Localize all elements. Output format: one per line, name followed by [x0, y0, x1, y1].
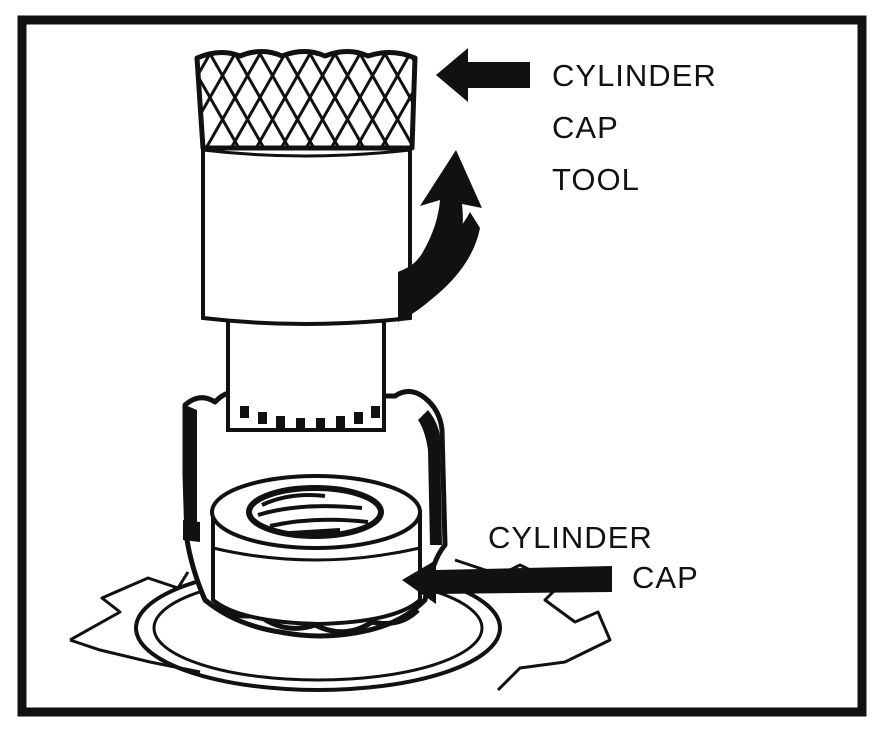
tool-shaft	[226, 316, 386, 432]
cylinder-cap-splines	[257, 493, 369, 535]
housing-right-shade	[418, 410, 442, 545]
tool-label-line-1: CYLINDER	[552, 58, 717, 93]
rotation-arrow-tail-icon	[398, 212, 480, 322]
knurl-pattern	[197, 51, 415, 148]
cylinder-cap-band	[212, 546, 421, 562]
shaft-teeth	[240, 406, 380, 430]
cap-pointer-arrow-icon	[402, 560, 612, 604]
tool-label-line-3: TOOL	[552, 162, 640, 197]
cap-label-line-2: CAP	[632, 560, 699, 595]
tool-body-band	[202, 148, 411, 158]
cap-label-line-1: CYLINDER	[488, 520, 653, 555]
housing-left-notch	[183, 520, 200, 542]
tool-body	[201, 140, 412, 326]
tool-pointer-arrow-icon	[436, 48, 530, 102]
tool-label-line-2: CAP	[552, 110, 619, 145]
housing-left-shade	[185, 405, 197, 540]
